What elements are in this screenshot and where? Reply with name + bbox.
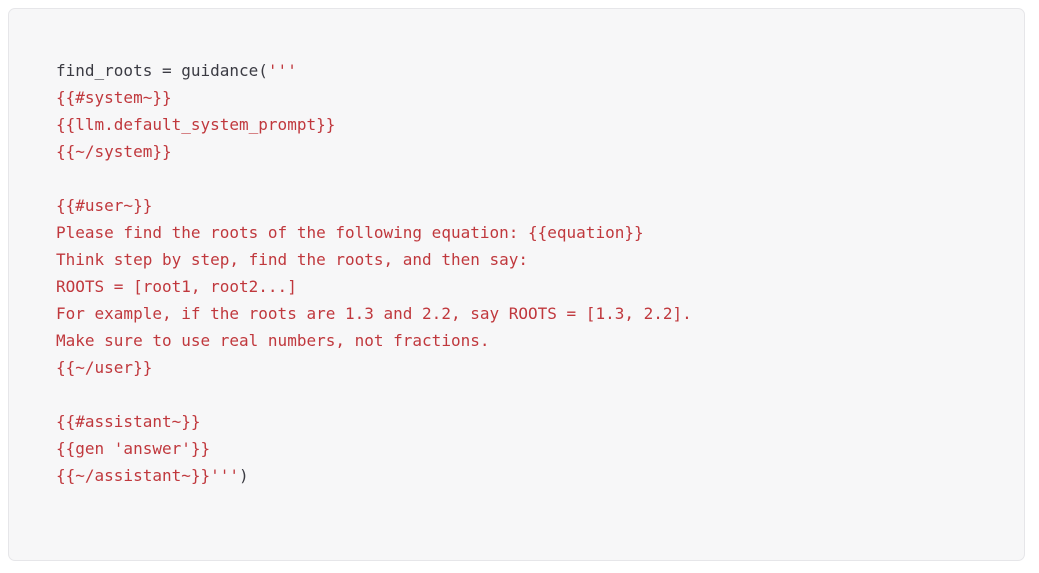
code-line [56, 165, 977, 192]
string-token: {{~/user}} [56, 358, 153, 377]
code-line: {{gen 'answer'}} [56, 435, 977, 462]
string-token: {{gen 'answer'}} [56, 439, 211, 458]
string-token: For example, if the roots are 1.3 and 2.… [56, 304, 692, 323]
code-line: Make sure to use real numbers, not fract… [56, 327, 977, 354]
string-token: Please find the roots of the following e… [56, 223, 644, 242]
string-token: {{llm.default_system_prompt}} [56, 115, 336, 134]
code-line: find_roots = guidance(''' [56, 57, 977, 84]
code-line: {{~/assistant~}}''') [56, 462, 977, 489]
code-line [56, 489, 977, 516]
code-line [56, 381, 977, 408]
string-token: {{#system~}} [56, 88, 172, 107]
code-block: find_roots = guidance(''' {{#system~}} {{l… [8, 8, 1025, 561]
code-line: {{llm.default_system_prompt}} [56, 111, 977, 138]
code-line: {{#system~}} [56, 84, 977, 111]
code-token: find_roots = guidance( [56, 61, 268, 80]
code-line: {{~/user}} [56, 354, 977, 381]
code-lines: find_roots = guidance(''' {{#system~}} {{l… [56, 57, 977, 516]
string-token: Think step by step, find the roots, and … [56, 250, 529, 269]
string-token: Make sure to use real numbers, not fract… [56, 331, 490, 350]
string-token: {{~/system}} [56, 142, 172, 161]
code-line: For example, if the roots are 1.3 and 2.… [56, 300, 977, 327]
code-token: ) [239, 466, 249, 485]
code-line: Think step by step, find the roots, and … [56, 246, 977, 273]
code-line: ROOTS = [root1, root2...] [56, 273, 977, 300]
string-token: {{~/assistant~}}''' [56, 466, 240, 485]
string-token: ROOTS = [root1, root2...] [56, 277, 297, 296]
string-token: ''' [267, 61, 297, 80]
string-token: {{#user~}} [56, 196, 153, 215]
string-token: {{#assistant~}} [56, 412, 201, 431]
code-line: {{#user~}} [56, 192, 977, 219]
code-line: {{#assistant~}} [56, 408, 977, 435]
code-line: Please find the roots of the following e… [56, 219, 977, 246]
code-line: {{~/system}} [56, 138, 977, 165]
